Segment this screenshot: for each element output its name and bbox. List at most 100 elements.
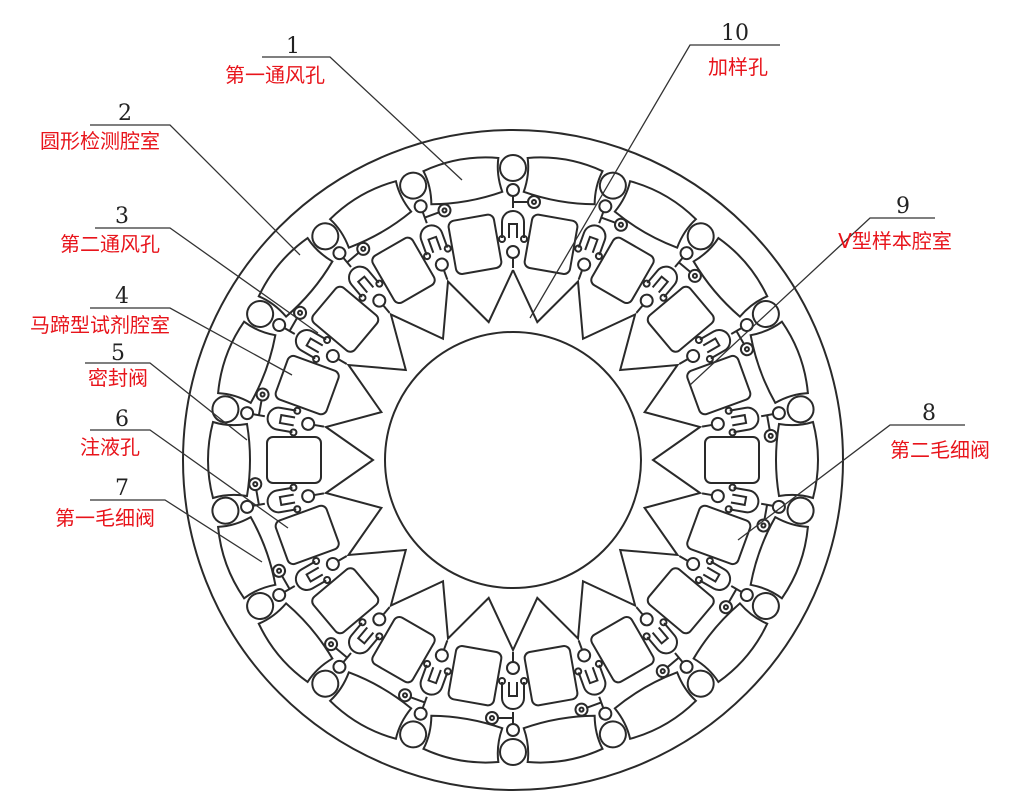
second-vent-chamber <box>522 156 604 206</box>
circular-detection-chamber <box>646 285 715 353</box>
injection-hole-center <box>328 641 335 648</box>
capillary-valve <box>686 557 701 571</box>
circular-detection-chamber <box>311 285 380 353</box>
injection-hole <box>248 477 263 492</box>
second-vent-chamber <box>613 179 698 249</box>
capillary-valve <box>434 648 449 663</box>
first-vent-hole <box>598 720 627 749</box>
channel <box>257 399 263 416</box>
injection-hole-center <box>531 199 537 205</box>
channel <box>337 358 348 365</box>
channel <box>409 696 426 704</box>
horseshoe-reagent-chamber <box>699 329 732 360</box>
second-vent-chamber <box>775 420 819 500</box>
injection-hole-center <box>722 604 729 611</box>
sealing-valve <box>520 235 528 243</box>
sealing-valve <box>724 406 733 415</box>
microfluidic-disc <box>182 129 844 791</box>
callouts: 1 第一通风孔 2 圆形检测腔室 3 第二通风孔 4 马蹄型试剂腔室 5 密封阀… <box>30 21 990 563</box>
injection-hole-center <box>743 346 750 353</box>
capillary-valve <box>301 416 316 431</box>
channel <box>382 304 391 314</box>
chamber-pair <box>590 615 698 741</box>
sealing-valve <box>312 556 321 565</box>
channel <box>665 656 680 669</box>
chamber-pair <box>207 420 322 500</box>
capillary-valve <box>577 257 592 272</box>
injection-hole-center <box>691 272 698 279</box>
callout-label: 加样孔 <box>708 55 768 79</box>
channel-node <box>240 406 255 421</box>
channel <box>442 640 449 651</box>
second-vent-chamber <box>217 320 277 405</box>
injection-hole <box>485 711 499 725</box>
injection-hole-center <box>659 668 666 675</box>
leader-line <box>90 499 263 563</box>
callout-label: 注液孔 <box>80 435 140 459</box>
injection-hole-center <box>297 309 304 316</box>
injection-hole-center <box>360 245 367 252</box>
circular-detection-chamber <box>447 213 503 275</box>
horseshoe-reagent-chamber <box>294 329 327 360</box>
sealing-valve <box>642 279 651 288</box>
chamber-pair <box>646 236 769 353</box>
callout-number: 2 <box>118 101 132 126</box>
first-vent-hole <box>751 300 780 328</box>
first-vent-hole <box>211 496 240 525</box>
channel <box>255 488 260 505</box>
callout-label: 马蹄型试剂腔室 <box>30 313 170 337</box>
sealing-valve <box>659 293 668 302</box>
chamber-pair <box>590 179 698 305</box>
first-vent-hole <box>598 171 627 200</box>
circular-detection-chamber <box>274 354 340 416</box>
channel <box>727 588 738 604</box>
channel-node <box>506 723 520 737</box>
callout-number: 9 <box>896 194 910 219</box>
callout-number: 8 <box>922 401 936 426</box>
circular-detection-chamber <box>646 567 715 635</box>
callout-5: 5 密封阀 <box>85 341 248 441</box>
chamber-pair <box>257 567 380 684</box>
channel <box>600 216 617 224</box>
channel-node <box>272 318 287 333</box>
capillary-valve <box>301 489 316 504</box>
disc-unit <box>246 236 380 365</box>
first-vent-hole <box>211 395 240 424</box>
sealing-valve <box>498 677 506 685</box>
disc-outer-edge <box>182 129 844 791</box>
leader-line <box>90 124 301 256</box>
callout-4: 4 马蹄型试剂腔室 <box>30 284 293 376</box>
callout-3: 3 第二通风孔 <box>60 204 319 334</box>
channel <box>635 304 644 314</box>
leader-line <box>90 429 289 529</box>
horseshoe-reagent-chamber <box>419 664 449 696</box>
sealing-valve <box>323 335 332 344</box>
disc-unit <box>574 171 698 305</box>
injection-hole-center <box>441 207 448 214</box>
sealing-valve <box>520 677 528 685</box>
channel <box>382 606 391 616</box>
horseshoe-reagent-chamber <box>577 664 607 696</box>
second-vent-chamber <box>207 420 251 500</box>
sealing-valve <box>289 483 298 492</box>
injection-hole-center <box>489 715 495 721</box>
channel <box>678 358 689 365</box>
first-vent-hole <box>311 222 340 251</box>
circular-detection-chamber <box>371 615 436 684</box>
horseshoe-reagent-chamber <box>419 224 449 256</box>
circular-detection-chamber <box>686 354 752 416</box>
disc-unit <box>522 640 627 764</box>
first-vent-hole <box>399 171 428 200</box>
chamber-pair <box>328 179 436 305</box>
sealing-valve <box>705 355 714 364</box>
horseshoe-reagent-chamber <box>577 224 607 256</box>
injection-hole-center <box>578 706 585 713</box>
first-vent-hole <box>786 395 815 424</box>
leader-line <box>85 362 248 441</box>
horseshoe-reagent-chamber <box>348 622 380 655</box>
disc-unit <box>257 567 391 698</box>
channel <box>313 492 325 497</box>
injection-hole <box>293 305 308 320</box>
callout-number: 4 <box>115 284 129 309</box>
injection-hole-center <box>617 221 624 228</box>
